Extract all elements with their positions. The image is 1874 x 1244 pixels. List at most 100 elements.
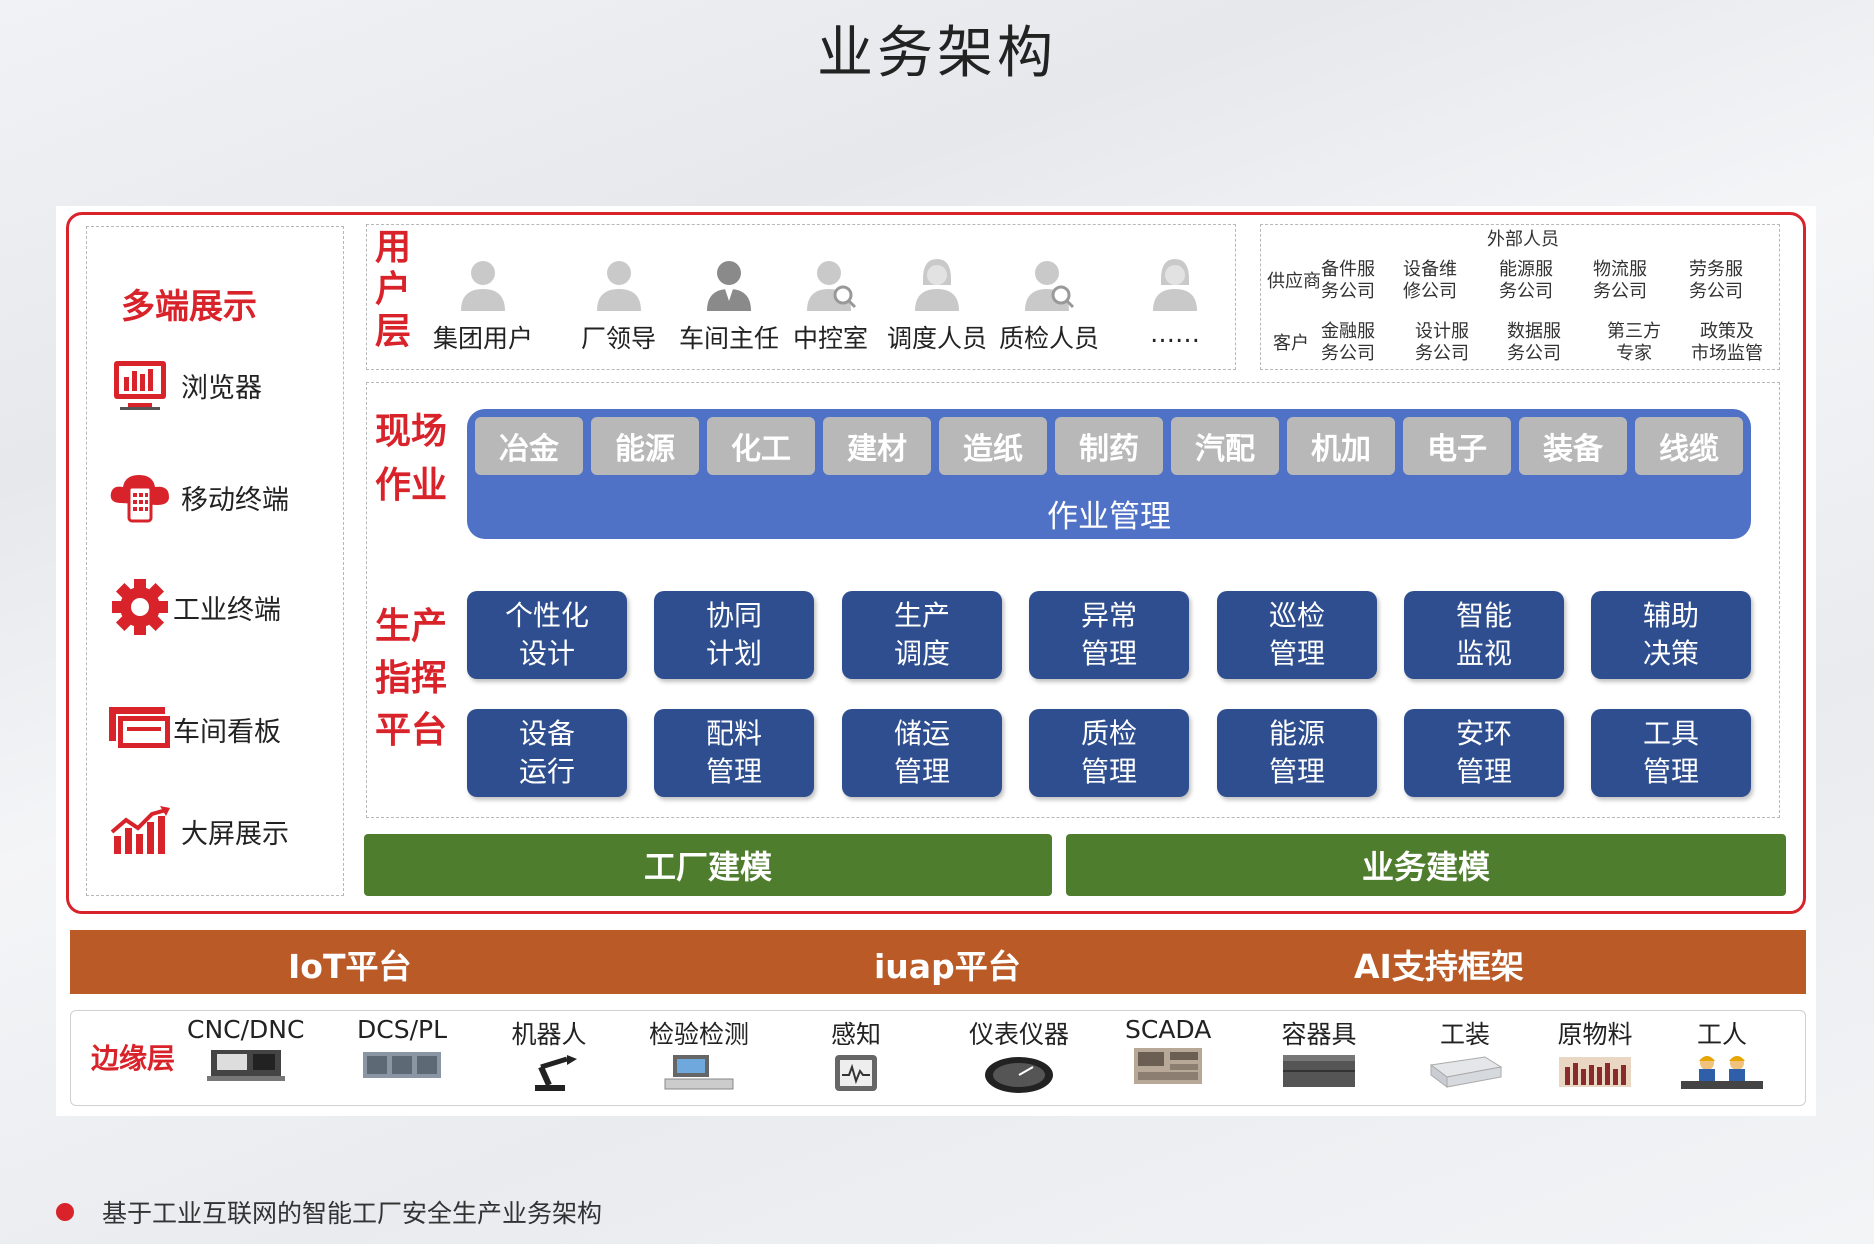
- edge-layer-panel: 边缘层 CNC/DNC DCS/PL 机器人 检验检测 感知 仪表仪器 SCAD…: [70, 1010, 1806, 1106]
- operations-management-label: 作业管理: [1047, 499, 1171, 535]
- business-modeling-bar: 业务建模: [1066, 834, 1786, 896]
- external-item: 能源服务公司: [1499, 259, 1553, 302]
- external-item: 劳务服务公司: [1689, 259, 1743, 302]
- workers-icon: [1681, 1056, 1763, 1089]
- module-box: 安环管理: [1404, 709, 1564, 797]
- external-item: 金融服务公司: [1321, 321, 1375, 364]
- page-title: 业务架构: [817, 21, 1057, 86]
- external-header: 外部人员: [1487, 229, 1559, 250]
- platform-bar: IoT平台 iuap平台 AI支持框架: [70, 930, 1806, 994]
- edge-item-instruments: 仪表仪器: [969, 1015, 1069, 1093]
- user-group: 集团用户: [433, 255, 533, 355]
- factory-modeling-bar: 工厂建模: [364, 834, 1052, 896]
- scada-panel-icon: [1134, 1048, 1203, 1084]
- module-box: 能源管理: [1217, 709, 1377, 797]
- module-box: 质检管理: [1029, 709, 1189, 797]
- module-box: 巡检管理: [1217, 591, 1377, 679]
- iot-platform-label: IoT平台: [288, 947, 412, 986]
- external-personnel-panel: 外部人员 供应商 客户 备件服务公司 设备维修公司 能源服务公司 物流服务公司 …: [1260, 224, 1780, 370]
- supplier-label: 供应商: [1267, 271, 1321, 292]
- module-box: 设备运行: [467, 709, 627, 797]
- industry-chip: 建材: [823, 417, 931, 475]
- customer-label: 客户: [1273, 333, 1309, 354]
- external-item: 物流服务公司: [1593, 259, 1647, 302]
- gear-icon: [107, 579, 173, 635]
- user-search-icon: [1025, 261, 1075, 311]
- external-item: 设计服务公司: [1415, 321, 1469, 364]
- industry-chip: 能源: [591, 417, 699, 475]
- dcs-cabinet-icon: [363, 1052, 441, 1078]
- edge-item-dcs: DCS/PL: [357, 1015, 447, 1082]
- external-item: 第三方专家: [1607, 321, 1661, 364]
- user-factory-leader: 厂领导: [581, 255, 656, 355]
- edge-item-robot: 机器人: [511, 1015, 587, 1093]
- external-item: 数据服务公司: [1507, 321, 1561, 364]
- user-more: ……: [1147, 255, 1203, 348]
- operations-panel: 现场 作业 冶金 能源 化工 建材 造纸 制药 汽配 机加 电子 装备 线缆 作…: [366, 382, 1780, 818]
- fixture-icon: [1429, 1056, 1503, 1088]
- user-female-icon: [1153, 259, 1197, 311]
- chart-icon: [107, 803, 173, 859]
- caption-text: 基于工业互联网的智能工厂安全生产业务架构: [102, 1199, 603, 1228]
- terminal-industrial: 工业终端: [107, 579, 281, 635]
- industry-chip: 造纸: [939, 417, 1047, 475]
- terminal-mobile: 移动终端: [107, 469, 289, 525]
- edge-item-containers: 容器具: [1279, 1015, 1359, 1091]
- industry-chip: 冶金: [475, 417, 583, 475]
- edge-item-scada: SCADA: [1125, 1015, 1211, 1086]
- edge-item-workers: 工人: [1679, 1015, 1765, 1091]
- industry-chip: 汽配: [1171, 417, 1279, 475]
- iuap-platform-label: iuap平台: [874, 947, 1021, 986]
- figure-caption: 基于工业互联网的智能工厂安全生产业务架构: [56, 1194, 602, 1230]
- terminal-workshop-board: 车间看板: [107, 701, 281, 757]
- terminal-label: 车间看板: [173, 716, 281, 748]
- edge-item-inspection: 检验检测: [649, 1015, 749, 1091]
- sensor-icon: [835, 1055, 877, 1091]
- user-quality-inspector: 质检人员: [999, 255, 1099, 355]
- user-female-icon: [915, 259, 959, 311]
- production-command-title: 生产 指挥 平台: [375, 606, 448, 751]
- terminal-label: 大屏展示: [181, 818, 289, 850]
- multi-terminal-title: 多端展示: [121, 287, 257, 327]
- user-control-room: 中控室: [793, 255, 868, 355]
- raw-material-icon: [1559, 1057, 1631, 1087]
- terminal-label: 移动终端: [181, 484, 289, 516]
- user-layer-panel: 用 户 层 集团用户 厂领导 车间主任 中控室 调度人员 质检人员: [366, 224, 1236, 370]
- edge-item-cnc: CNC/DNC: [187, 1015, 304, 1082]
- user-workshop-director: 车间主任: [679, 255, 779, 355]
- architecture-diagram: 多端展示 浏览器 移动终端 工业终端 车间看板: [56, 206, 1816, 1116]
- industry-chip: 装备: [1519, 417, 1627, 475]
- ai-framework-label: AI支持框架: [1354, 947, 1524, 986]
- edge-item-raw-materials: 原物料: [1555, 1015, 1635, 1091]
- industry-chip: 化工: [707, 417, 815, 475]
- user-icon: [461, 261, 505, 311]
- edge-item-sensing: 感知: [831, 1015, 881, 1093]
- module-box: 配料管理: [654, 709, 814, 797]
- module-box: 生产调度: [842, 591, 1002, 679]
- browser-icon: [107, 357, 173, 413]
- industry-chip: 线缆: [1635, 417, 1743, 475]
- edge-item-tooling: 工装: [1425, 1015, 1505, 1091]
- board-icon: [107, 701, 173, 757]
- multi-terminal-panel: 多端展示 浏览器 移动终端 工业终端 车间看板: [86, 226, 344, 896]
- terminal-big-screen: 大屏展示: [107, 803, 289, 859]
- bullet-dot: [56, 1203, 74, 1221]
- robot-arm-icon: [535, 1055, 577, 1091]
- user-search-icon: [806, 261, 856, 311]
- terminal-browser: 浏览器: [107, 357, 262, 413]
- terminal-label: 浏览器: [181, 372, 262, 404]
- inspection-device-icon: [664, 1055, 734, 1090]
- external-item: 备件服务公司: [1321, 259, 1375, 302]
- edge-layer-title: 边缘层: [91, 1042, 176, 1075]
- module-box: 工具管理: [1591, 709, 1751, 797]
- operations-management-band: 冶金 能源 化工 建材 造纸 制药 汽配 机加 电子 装备 线缆 作业管理: [467, 409, 1751, 539]
- user-suit-icon: [707, 261, 751, 311]
- user-dispatcher: 调度人员: [887, 255, 987, 355]
- module-box: 储运管理: [842, 709, 1002, 797]
- gauge-icon: [985, 1057, 1053, 1093]
- user-icon: [596, 261, 641, 311]
- industry-chip: 制药: [1055, 417, 1163, 475]
- external-item: 设备维修公司: [1403, 259, 1457, 302]
- site-operations-title: 现场 作业: [375, 411, 448, 506]
- industry-chip: 机加: [1287, 417, 1395, 475]
